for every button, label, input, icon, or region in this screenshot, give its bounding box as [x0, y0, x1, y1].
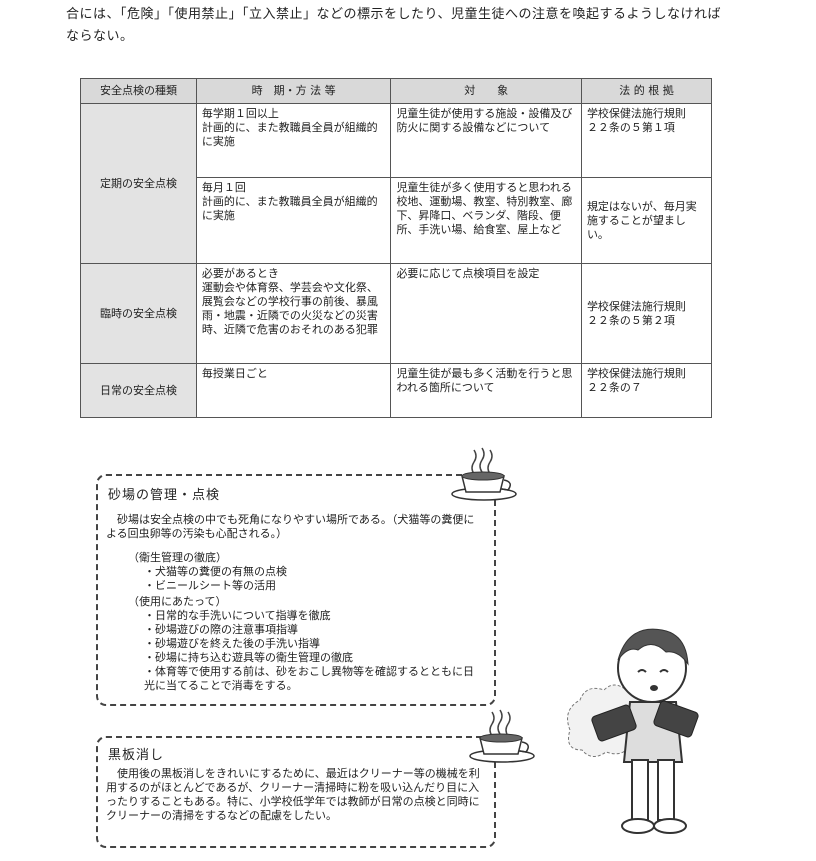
list-item: ・砂場遊びの際の注意事項指導: [144, 623, 298, 636]
col-header-target: 対 象: [390, 78, 582, 104]
col-header-basis: 法 的 根 拠: [580, 78, 713, 104]
sandbox-box: 砂場の管理・点検 砂場は安全点検の中でも死角になりやすい場所である。（犬猫等の糞…: [96, 474, 496, 706]
intro-paragraph: 合には、「危険」「使用禁止」「立入禁止」などの標示をしたり、児童生徒への注意を喚…: [66, 7, 721, 44]
list-item: ・日常的な手洗いについて指導を徹底: [144, 609, 331, 622]
list-item: ・砂場に持ち込む遊具等の衛生管理の徹底: [144, 651, 353, 664]
basis-cell: 学校保健法施行規則 ２２条の５第１項: [580, 103, 713, 178]
safety-inspection-table: 安全点検の種類 時 期・方 法 等 対 象 法 的 根 拠 定期の安全点検 毎学…: [80, 78, 713, 418]
eraser-body: 使用後の黒板消しをきれいにするために、最近はクリーナー等の機械を利用するのがほと…: [106, 767, 480, 822]
row-type-cell: 臨時の安全点検: [80, 263, 197, 364]
sandbox-section-heading: （使用にあたって）: [128, 595, 227, 608]
list-item: ・犬猫等の糞便の有無の点検: [144, 565, 287, 578]
table-header-row: 安全点検の種類 時 期・方 法 等 対 象 法 的 根 拠: [80, 78, 713, 104]
row-type-cell: 日常の安全点検: [80, 363, 197, 418]
table-row: 日常の安全点検 毎授業日ごと 児童生徒が最も多く活動を行うと思われる箇所について…: [80, 363, 713, 418]
timing-cell: 毎月１回 計画的に、また教職員全員が組織的に実施: [195, 177, 392, 264]
target-cell: 児童生徒が使用する施設・設備及び防火に関する設備などについて: [390, 103, 582, 178]
coffee-cup-icon: [451, 447, 517, 501]
sandbox-body: 砂場は安全点検の中でも死角になりやすい場所である。（犬猫等の糞便による回虫卵等の…: [98, 503, 494, 693]
list-item: ・ビニールシート等の活用: [144, 579, 276, 592]
timing-cell: 毎学期１回以上 計画的に、また教職員全員が組織的に実施: [195, 103, 392, 178]
row-type-cell: 定期の安全点検: [80, 103, 197, 264]
sandbox-title: 砂場の管理・点検: [108, 488, 221, 503]
eraser-title: 黒板消し: [108, 748, 165, 763]
timing-cell: 毎授業日ごと: [195, 363, 392, 418]
timing-cell: 必要があるとき 運動会や体育祭、学芸会や文化祭、展覧会などの学校行事の前後、暴風…: [195, 263, 392, 364]
basis-cell: 学校保健法施行規則 ２２条の５第２項: [580, 263, 713, 364]
boy-cleaning-eraser-illustration: [567, 628, 699, 834]
list-item: ・砂場遊びを終えた後の手洗い指導: [144, 637, 320, 650]
basis-cell: 規定はないが、毎月実施することが望ましい。: [580, 177, 713, 264]
sandbox-lead: 砂場は安全点検の中でも死角になりやすい場所である。（犬猫等の糞便による回虫卵等の…: [106, 513, 475, 540]
target-cell: 必要に応じて点検項目を設定: [390, 263, 582, 364]
col-header-type: 安全点検の種類: [80, 78, 197, 104]
basis-cell: 学校保健法施行規則 ２２条の７: [580, 363, 713, 418]
sandbox-section-heading: （衛生管理の徹底）: [128, 551, 227, 564]
coffee-cup-icon: [469, 709, 535, 763]
table-row: 毎月１回 計画的に、また教職員全員が組織的に実施 児童生徒が多く使用すると思われ…: [81, 177, 713, 264]
target-cell: 児童生徒が最も多く活動を行うと思われる箇所について: [390, 363, 582, 418]
table-row: 臨時の安全点検 必要があるとき 運動会や体育祭、学芸会や文化祭、展覧会などの学校…: [80, 263, 713, 364]
eraser-box: 黒板消し 使用後の黒板消しをきれいにするために、最近はクリーナー等の機械を利用す…: [96, 736, 496, 848]
col-header-timing: 時 期・方 法 等: [195, 78, 392, 104]
table-row: 定期の安全点検 毎学期１回以上 計画的に、また教職員全員が組織的に実施 児童生徒…: [80, 103, 713, 264]
target-cell: 児童生徒が多く使用すると思われる校地、運動場、教室、特別教室、廊下、昇降口、ベラ…: [390, 177, 582, 264]
list-item: ・体育等で使用する前は、砂をおこし異物等を確認するとともに日光に当てることで消毒…: [144, 665, 474, 692]
